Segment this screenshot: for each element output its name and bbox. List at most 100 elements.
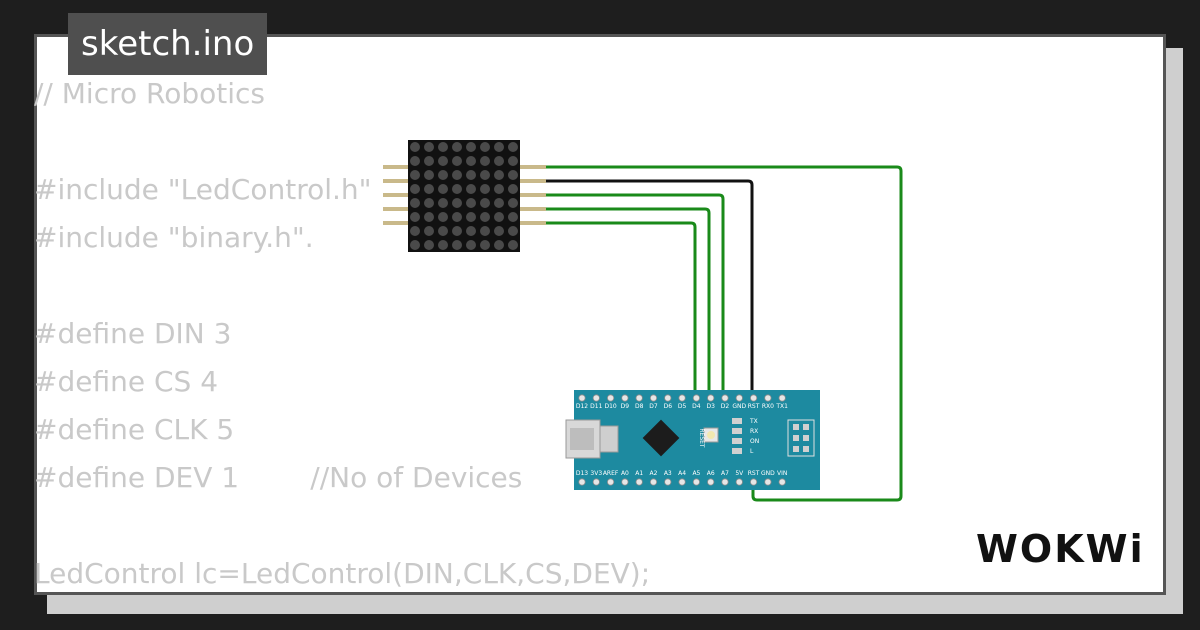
pin-label: A1 [635, 470, 643, 477]
matrix-led [424, 142, 434, 152]
matrix-led [466, 198, 476, 208]
pin-label: A4 [678, 470, 686, 477]
header-pin-a3[interactable] [664, 478, 672, 486]
pin-label: D3 [706, 403, 715, 410]
code-line: #define DIN 3 [34, 317, 232, 350]
header-pin-5v[interactable] [735, 478, 743, 486]
matrix-led [494, 212, 504, 222]
header-pin-vin[interactable] [778, 478, 786, 486]
wires [546, 165, 903, 502]
wire-gnd[interactable] [546, 179, 754, 396]
matrix-led [466, 226, 476, 236]
header-pin-gnd[interactable] [735, 394, 743, 402]
sketch-title[interactable]: sketch.ino [68, 13, 268, 75]
code-line: #include "LedControl.h" [34, 173, 372, 206]
header-pin-3v3[interactable] [592, 478, 600, 486]
header-pin-d6[interactable] [664, 394, 672, 402]
pin-label: 5V [735, 470, 744, 477]
header-pin-a0[interactable] [621, 478, 629, 486]
matrix-led [410, 170, 420, 180]
matrix-led [452, 170, 462, 180]
matrix-led [480, 240, 490, 250]
pin-label: D12 [576, 403, 588, 410]
matrix-led [452, 142, 462, 152]
header-pin-d3[interactable] [707, 394, 715, 402]
header-pin-tx1[interactable] [778, 394, 786, 402]
matrix-led [508, 226, 518, 236]
status-leds [732, 418, 742, 454]
header-pin-d8[interactable] [635, 394, 643, 402]
matrix-led [494, 198, 504, 208]
pin-label: RX0 [762, 403, 774, 410]
matrix-led [452, 198, 462, 208]
icsp-pins [793, 424, 809, 452]
header-pin-a6[interactable] [707, 478, 715, 486]
pin-label: A5 [692, 470, 700, 477]
matrix-led [424, 226, 434, 236]
matrix-led [508, 170, 518, 180]
header-pin-d13[interactable] [578, 478, 586, 486]
matrix-led [424, 184, 434, 194]
header-pin-a5[interactable] [692, 478, 701, 486]
matrix-led [480, 184, 490, 194]
pin-label: D2 [721, 403, 730, 410]
matrix-led [508, 156, 518, 166]
header-pin-d11[interactable] [592, 394, 600, 402]
matrix-led [494, 184, 504, 194]
header-pin-rx0[interactable] [764, 394, 772, 402]
header-pin-gnd[interactable] [764, 478, 772, 486]
canvas-card [34, 34, 1166, 595]
header-pin-d5[interactable] [678, 394, 686, 402]
led-matrix[interactable] [408, 140, 520, 252]
matrix-led [410, 184, 420, 194]
header-pin-d9[interactable] [621, 394, 629, 402]
pin-label: D13 [576, 470, 588, 477]
wire-clk-d5[interactable] [546, 221, 697, 396]
matrix-led [466, 184, 476, 194]
header-pin-aref[interactable] [606, 478, 615, 486]
pin-label: A6 [707, 470, 715, 477]
matrix-led [480, 212, 490, 222]
pin-label: D7 [649, 403, 658, 410]
matrix-led [424, 240, 434, 250]
wire-din-d3[interactable] [546, 193, 725, 396]
pin-label: D6 [664, 403, 673, 410]
header-pin-d4[interactable] [692, 394, 701, 402]
reset-label: RESET [698, 428, 705, 448]
header-pin-d10[interactable] [606, 394, 615, 402]
reset-button[interactable] [703, 427, 719, 443]
wire-vcc-5v[interactable] [546, 165, 903, 502]
matrix-led [494, 240, 504, 250]
matrix-led [480, 226, 490, 236]
pin-label: D8 [635, 403, 644, 410]
pin-label: A0 [621, 470, 629, 477]
wire-cs-d4[interactable] [546, 207, 711, 396]
led-label: RX [750, 428, 758, 435]
pin-label: A3 [664, 470, 672, 477]
header-pin-a7[interactable] [721, 478, 729, 486]
header-pin-rst[interactable] [749, 394, 758, 402]
matrix-led [466, 240, 476, 250]
matrix-led [410, 240, 420, 250]
pin-label: D4 [692, 403, 701, 410]
header-pin-d7[interactable] [649, 394, 658, 402]
header-pin-rst[interactable] [749, 478, 758, 486]
matrix-led [508, 240, 518, 250]
matrix-led [410, 156, 420, 166]
matrix-led [452, 156, 462, 166]
header-pin-a2[interactable] [649, 478, 658, 486]
header-pin-d2[interactable] [721, 394, 729, 402]
pin-label: D11 [590, 403, 602, 410]
header-pin-a1[interactable] [635, 478, 643, 486]
header-pin-a4[interactable] [678, 478, 686, 486]
matrix-led [410, 212, 420, 222]
matrix-led [452, 240, 462, 250]
matrix-led [480, 198, 490, 208]
matrix-led [508, 184, 518, 194]
matrix-led [480, 156, 490, 166]
header-pin-d12[interactable] [578, 394, 586, 402]
code-line: #define CS 4 [34, 365, 219, 398]
